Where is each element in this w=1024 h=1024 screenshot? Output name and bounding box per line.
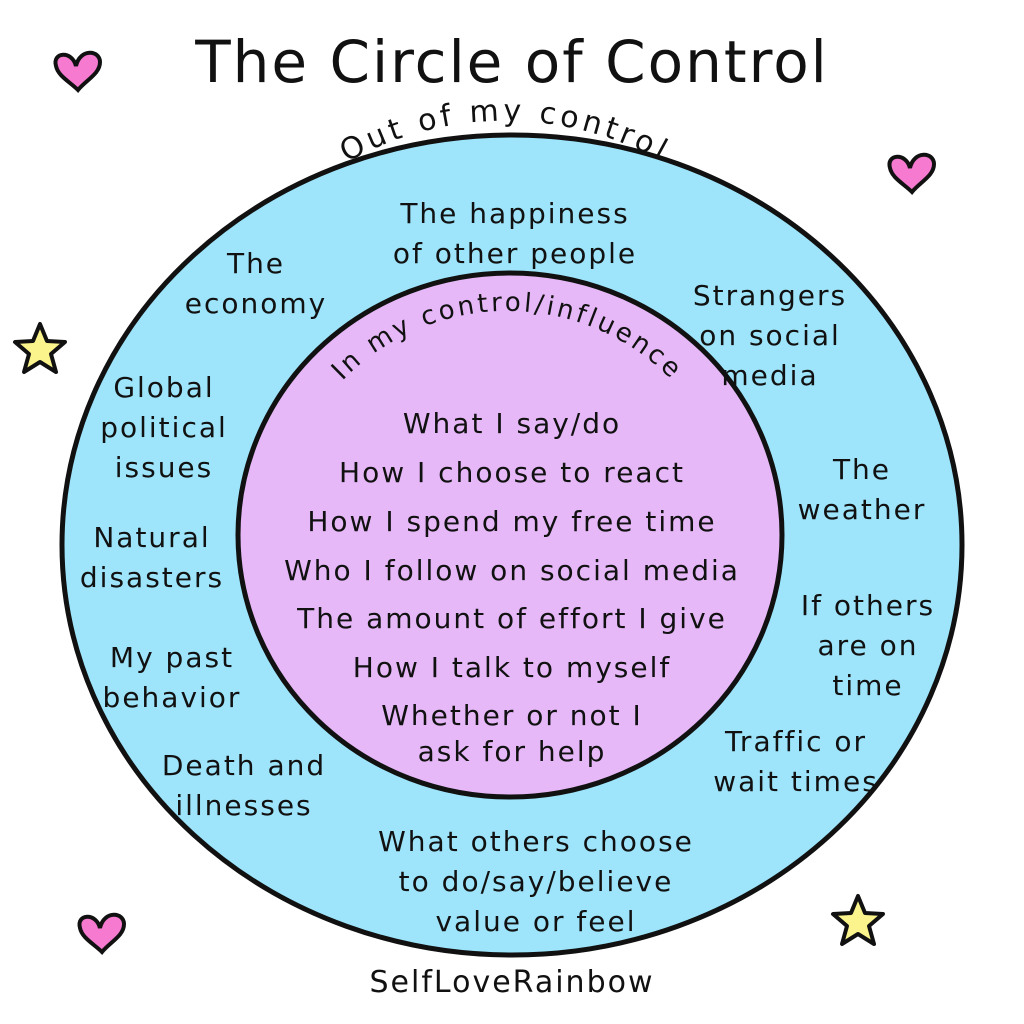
heart-icon bbox=[53, 50, 103, 93]
star-icon bbox=[13, 322, 67, 374]
inner-circle bbox=[235, 270, 785, 800]
heart-icon bbox=[77, 912, 127, 955]
inner-item: The amount of effort I give bbox=[297, 602, 727, 635]
footer-credit: SelfLoveRainbow bbox=[369, 965, 655, 1000]
heart-icon bbox=[887, 152, 937, 195]
inner-item: Who I follow on social media bbox=[284, 554, 740, 587]
page-title: The Circle of Control bbox=[195, 28, 829, 96]
inner-item: How I choose to react bbox=[339, 456, 685, 489]
star-icon bbox=[831, 894, 885, 946]
inner-item: How I spend my free time bbox=[307, 505, 717, 538]
inner-item: How I talk to myself bbox=[352, 651, 672, 684]
inner-item: What I say/do bbox=[402, 407, 622, 440]
